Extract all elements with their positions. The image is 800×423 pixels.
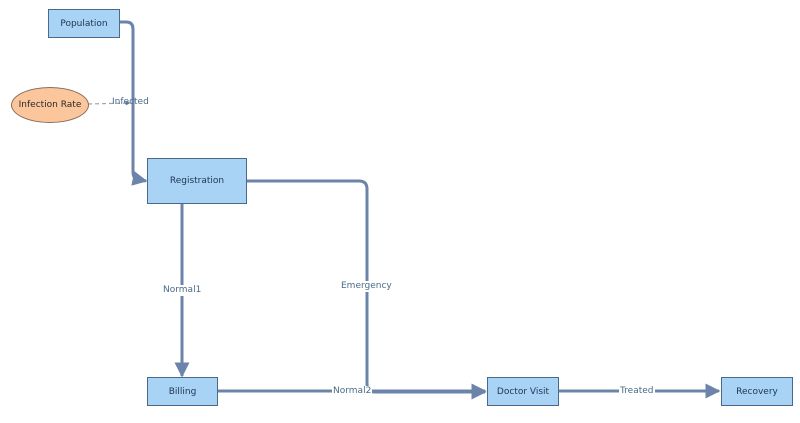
infection-rate-link[interactable] <box>87 100 131 106</box>
registration-node[interactable]: Registration <box>147 158 247 204</box>
population-label: Population <box>60 18 108 29</box>
population-node[interactable]: Population <box>48 9 120 38</box>
recovery-label: Recovery <box>736 386 778 397</box>
doctor-visit-label: Doctor Visit <box>496 386 550 397</box>
recovery-node[interactable]: Recovery <box>721 377 793 406</box>
doctor-visit-node[interactable]: Doctor Visit <box>487 377 559 406</box>
infection-rate-label: Infection Rate <box>18 100 82 110</box>
treated-label: Treated <box>619 386 655 397</box>
normal1-label: Normal1 <box>162 285 203 296</box>
normal2-label: Normal2 <box>332 386 373 397</box>
registration-label: Registration <box>169 176 225 186</box>
infected-label: Infected <box>112 97 149 107</box>
emergency-label: Emergency <box>340 281 393 292</box>
population-to-registration-flow[interactable] <box>119 20 148 186</box>
billing-label: Billing <box>168 386 197 397</box>
billing-node[interactable]: Billing <box>147 377 218 406</box>
infection-rate-node[interactable]: Infection Rate <box>11 87 89 123</box>
